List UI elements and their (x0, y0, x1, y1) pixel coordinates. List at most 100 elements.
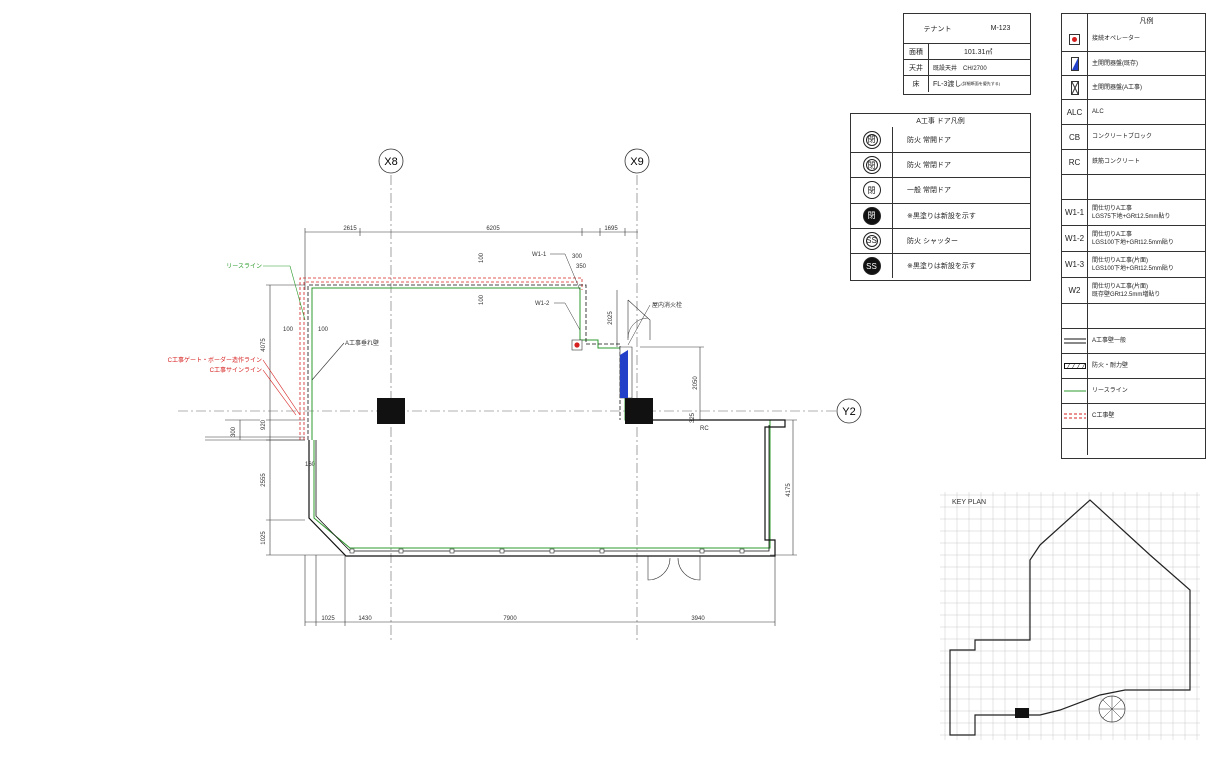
dim-misc-1: 100 (283, 327, 294, 333)
dim-right-1: 4175 (786, 483, 792, 497)
tenant-key-ceiling: 天井 (904, 60, 929, 75)
legend-label: C工事壁 (1092, 413, 1115, 419)
legend-label: 間仕切りA工事(片面) 既存壁GRt12.5mm増貼り (1092, 283, 1161, 298)
door-legend-row: 閉防火 常開ドア (851, 127, 1030, 153)
dim-misc-7: 160 (305, 462, 316, 468)
dim-top-1: 2615 (343, 226, 357, 232)
dim-misc-8: 325 (690, 412, 696, 423)
legend-label: A工事壁一般 (1092, 338, 1127, 344)
legend-key (1062, 304, 1088, 328)
legend-label: 鉄筋コンクリート (1092, 159, 1141, 165)
exterior-wall (308, 419, 786, 557)
legend-key (1062, 27, 1088, 51)
legend-row: リースライン (1062, 378, 1205, 403)
door-legend-label: ※黒塗りは新設を示す (907, 212, 976, 220)
legend-label: 主開閉器盤(A工事) (1092, 84, 1142, 91)
dimension-left (266, 284, 345, 556)
door-legend-row: 閉 防火 常閉ドア (851, 152, 1030, 178)
dim-bottom-2: 1430 (358, 616, 372, 622)
legend-key: W1-2 (1062, 226, 1088, 251)
dim-left-1: 4075 (261, 338, 267, 352)
tenant-value-area: 101.31㎡ (964, 48, 993, 56)
dim-misc-3: 300 (572, 254, 583, 260)
legend-key: CB (1062, 125, 1088, 149)
door-symbol-icon: SS (862, 231, 881, 250)
column-x9 (625, 398, 653, 424)
legend-label (1088, 429, 1092, 455)
legend-row: W1-2 間仕切りA工事 LGS100下地+GRt12.5mm貼り (1062, 225, 1205, 251)
legend-key (1062, 52, 1088, 75)
legend-key (1062, 175, 1088, 199)
tenant-value-floor: FL-3渡し (933, 81, 962, 88)
legend-row: ALC ALC (1062, 99, 1205, 124)
legend-label: 間仕切りA工事 LGS100下地+GRt12.5mm貼り (1092, 231, 1174, 246)
legend-label (1088, 304, 1092, 328)
legend-row (1062, 303, 1205, 328)
door-symbol-icon: 閉 (862, 181, 881, 200)
door-legend-row: 閉 ※黒塗りは新設を示す (851, 202, 1030, 228)
door-legend-label: 防火 常開ドア (907, 136, 951, 144)
legend-key (1062, 354, 1088, 378)
legend-row: W2 間仕切りA工事(片面) 既存壁GRt12.5mm増貼り (1062, 277, 1205, 303)
tenant-header-left: テナント (923, 25, 952, 33)
tenant-value-ceiling: 既設天井 CH/2700 (933, 66, 987, 72)
legend-key: ALC (1062, 100, 1088, 124)
door-legend-label: 防火 シャッター (907, 237, 958, 245)
c-work-wall-outline (299, 277, 583, 440)
rc-label: RC (700, 426, 709, 432)
w1-1-label: W1-1 (532, 252, 547, 258)
dim-left-4: 2555 (261, 473, 267, 487)
tenant-key-floor: 床 (904, 76, 929, 92)
gate-line-label: C工事ゲート・ボーダー造作ライン (168, 356, 262, 364)
door-legend-title: A工事 ドア凡例 (916, 117, 965, 125)
dim-top-2: 6205 (486, 226, 500, 232)
legend-label (1088, 175, 1092, 199)
legend-row (1062, 174, 1205, 199)
legend-row: 防火・耐力壁 (1062, 353, 1205, 378)
door-legend-label: 防火 常閉ドア (907, 162, 951, 170)
dim-top-3: 1695 (604, 226, 618, 232)
dim-left-5: 1025 (261, 531, 267, 545)
dim-misc-4: 350 (576, 264, 587, 270)
legend-row: 接続オペレーター (1062, 27, 1205, 51)
dim-right-3: 2025 (608, 311, 614, 325)
door-legend-table: A工事 ドア凡例 閉防火 常開ドア閉防火 常閉ドア閉一般 常閉ドア閉※黒塗りは新… (850, 113, 1031, 281)
dim-misc-2: 100 (318, 327, 329, 333)
legend-row: C工事壁 (1062, 403, 1205, 428)
a-work-wall (307, 284, 621, 440)
legend-key: W2 (1062, 278, 1088, 303)
legend-row: A工事壁一般 (1062, 328, 1205, 353)
key-plan: KEY PLAN (940, 490, 1200, 740)
dim-bottom-4: 3940 (691, 616, 705, 622)
legend-key: W1-1 (1062, 200, 1088, 225)
svg-text:X8: X8 (384, 156, 397, 168)
legend-label: ALC (1092, 109, 1104, 115)
w1-2-label: W1-2 (535, 301, 550, 307)
door-symbol-icon: 閉 (862, 206, 881, 225)
key-plan-title: KEY PLAN (952, 499, 986, 506)
door-legend-row: 閉 一般 常閉ドア (851, 177, 1030, 203)
tenant-key-area: 面積 (904, 44, 929, 59)
legend-label: リースライン (1092, 388, 1128, 394)
legend-row (1062, 428, 1205, 455)
a-wall-label: A工事垂れ壁 (345, 339, 379, 347)
door-symbol-icon: 閉 (862, 156, 881, 175)
door-legend-label: 一般 常閉ドア (907, 187, 951, 195)
dim-bottom-3: 7900 (503, 616, 517, 622)
bottom-door (647, 556, 701, 581)
legend-label: 間仕切りA工事(片面) LGS100下地+GRt12.5mm貼り (1092, 257, 1174, 272)
dim-misc-6: 100 (479, 294, 485, 305)
tenant-table: テナント M-123 面積 101.31㎡ 天井 既設天井 CH/2700 床 … (903, 13, 1031, 95)
svg-text:Y2: Y2 (842, 406, 855, 418)
dimension-top (304, 228, 638, 290)
door-legend-label: ※黒塗りは新設を示す (907, 263, 976, 271)
tenant-header-right: M-123 (990, 25, 1011, 32)
lease-line-label: リースライン (226, 263, 262, 270)
door-legend-row: SS※黒塗りは新設を示す (851, 252, 1030, 279)
left-gate (205, 419, 305, 441)
